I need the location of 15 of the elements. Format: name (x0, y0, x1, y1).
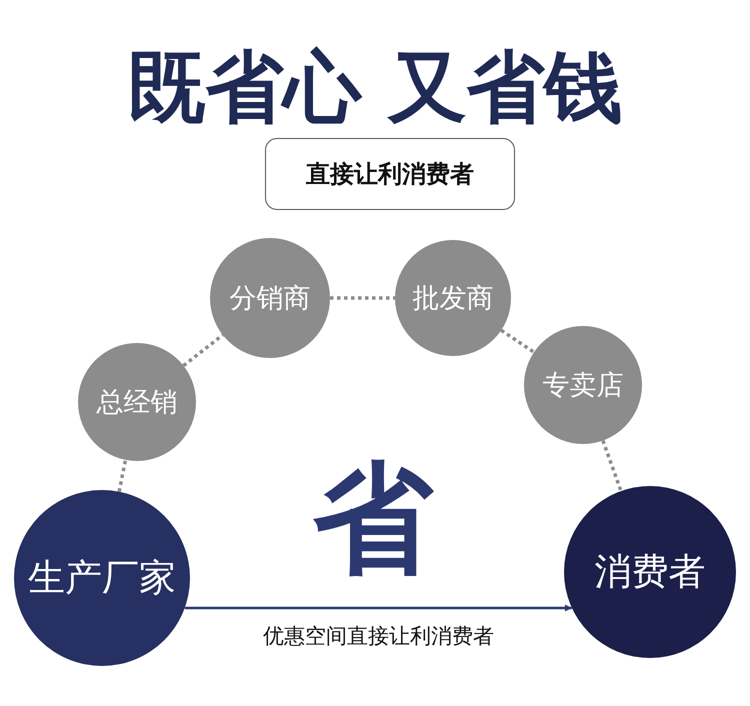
arrow (184, 604, 572, 612)
circle-node: 消费者 (564, 486, 736, 658)
large-character: 省 (312, 450, 435, 590)
dotted-line (601, 440, 623, 492)
rounded-box: 直接让利消费者 (265, 138, 515, 210)
dotted-line (330, 296, 395, 300)
circle-node: 生产厂家 (14, 490, 190, 666)
circle-node: 批发商 (395, 240, 511, 356)
title: 既省心 又省钱 (126, 42, 624, 135)
dotted-line (500, 328, 535, 354)
circle-node: 总经销 (78, 343, 196, 461)
dotted-line (117, 460, 128, 492)
dotted-line (182, 334, 224, 368)
circle-node: 专卖店 (524, 326, 642, 444)
circle-node: 分销商 (210, 238, 330, 358)
